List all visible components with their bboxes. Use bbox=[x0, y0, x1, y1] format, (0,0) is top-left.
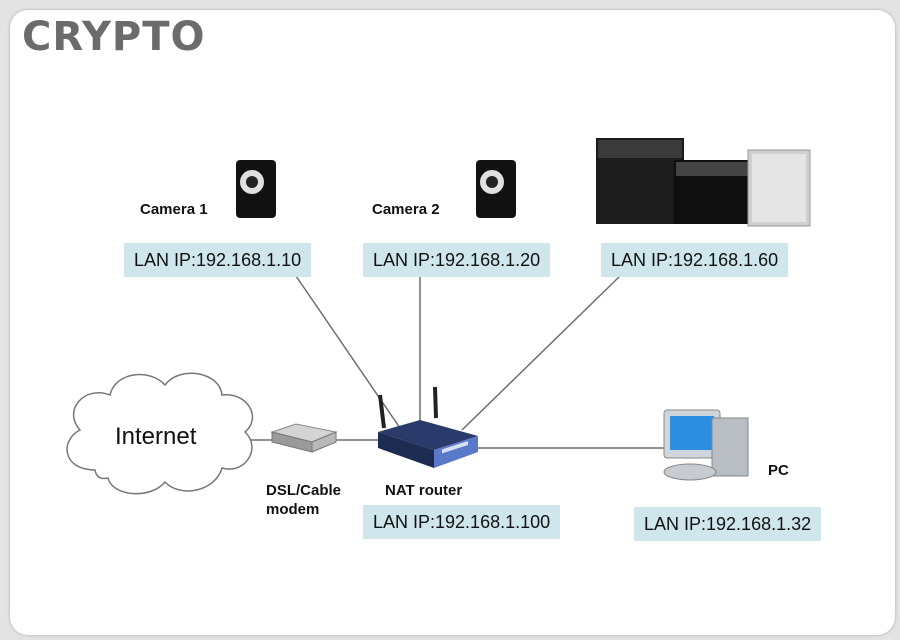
brand-logo: CRYPTO bbox=[22, 14, 206, 60]
pc-icon bbox=[663, 409, 749, 481]
camera2-label: Camera 2 bbox=[372, 201, 440, 218]
nas-servers-icon bbox=[596, 138, 811, 227]
camera2-icon bbox=[476, 160, 516, 218]
camera1-ip: LAN IP:192.168.1.10 bbox=[124, 243, 312, 277]
router-icon bbox=[378, 386, 478, 468]
modem-label-line1: DSL/Cable bbox=[266, 482, 342, 499]
link-router-camera1 bbox=[295, 275, 401, 429]
router-ip: LAN IP:192.168.1.100 bbox=[363, 505, 561, 539]
pc-ip: LAN IP:192.168.1.32 bbox=[634, 507, 822, 541]
nas-ip: LAN IP:192.168.1.60 bbox=[601, 243, 789, 277]
internet-label: Internet bbox=[115, 423, 197, 450]
link-router-nas bbox=[461, 275, 621, 431]
modem-label-line2: modem bbox=[266, 501, 320, 518]
camera1-label: Camera 1 bbox=[140, 201, 208, 218]
pc-label: PC bbox=[768, 462, 789, 479]
camera1-icon bbox=[236, 160, 276, 218]
internet-cloud-icon bbox=[66, 372, 254, 495]
modem-icon bbox=[270, 423, 338, 453]
camera2-ip: LAN IP:192.168.1.20 bbox=[363, 243, 551, 277]
router-label: NAT router bbox=[385, 482, 463, 499]
